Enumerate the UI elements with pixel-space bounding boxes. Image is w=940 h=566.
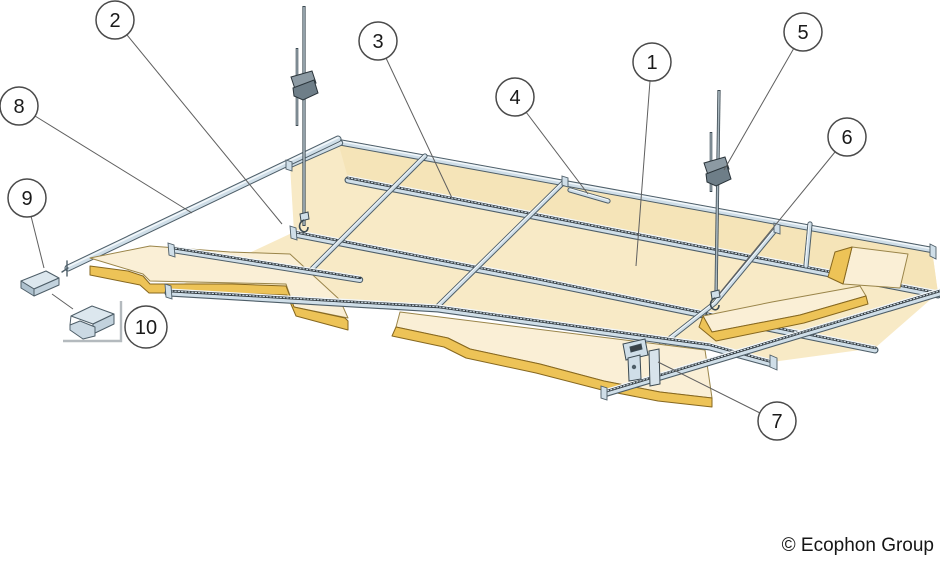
callout-9: 9	[7, 178, 47, 218]
callout-4-label: 4	[509, 87, 520, 109]
profile-end-caps-front	[164, 242, 778, 401]
callout-8-label: 8	[13, 96, 24, 118]
profile-end-caps	[285, 159, 937, 260]
detail-corner-guide	[63, 301, 123, 343]
callout-2-label: 2	[109, 10, 120, 32]
adjustment-clip-left	[290, 70, 319, 101]
hanger-hook-right	[709, 289, 721, 311]
leader-lines	[30, 34, 836, 414]
trim-splice-detail	[20, 270, 60, 297]
tilted-tile-edge	[827, 246, 853, 285]
callouts: 1 2 3 4 5 6 7 8	[0, 0, 867, 441]
leader-line-8	[34, 115, 193, 214]
leader-line-5	[723, 47, 795, 171]
callout-5-label: 5	[797, 22, 808, 44]
hanger-rod-left	[290, 6, 319, 233]
callout-3: 3	[358, 21, 398, 61]
perimeter-trim-profile	[61, 138, 338, 277]
adjustment-clip-right	[703, 156, 732, 187]
callout-4: 4	[495, 77, 535, 117]
leader-line-3	[385, 57, 453, 199]
callout-7: 7	[757, 401, 797, 441]
suspension-bracket	[622, 338, 661, 387]
hanger-hook-left	[298, 211, 310, 233]
callout-6-label: 6	[841, 127, 852, 149]
leader-line-6	[718, 151, 836, 295]
callout-10: 10	[124, 305, 168, 349]
ceiling-tile-back-row	[338, 142, 938, 293]
tilted-tile-edge	[89, 265, 349, 331]
leader-line-9	[30, 215, 45, 269]
callout-9-label: 9	[21, 188, 32, 210]
callout-5: 5	[783, 12, 823, 52]
leader-line-1	[635, 80, 651, 267]
leader-line-4	[525, 111, 589, 195]
callout-10-label: 10	[135, 317, 157, 339]
tilted-tile-edge	[698, 295, 869, 342]
leader-line-9-10	[51, 293, 74, 310]
callout-2: 2	[95, 0, 135, 40]
copyright-text: © Ecophon Group	[781, 535, 934, 556]
tilted-tile-face	[842, 246, 909, 289]
callout-7-label: 7	[771, 411, 782, 433]
callout-3-label: 3	[372, 31, 383, 53]
leader-line-2	[126, 34, 283, 225]
callout-8: 8	[0, 86, 39, 126]
hanger-rod-right	[703, 89, 732, 311]
callout-1-label: 1	[646, 52, 657, 74]
callout-6: 6	[827, 117, 867, 157]
callout-1: 1	[632, 42, 672, 82]
leader-line-7	[657, 361, 761, 414]
connect-clip-detail	[69, 305, 115, 340]
